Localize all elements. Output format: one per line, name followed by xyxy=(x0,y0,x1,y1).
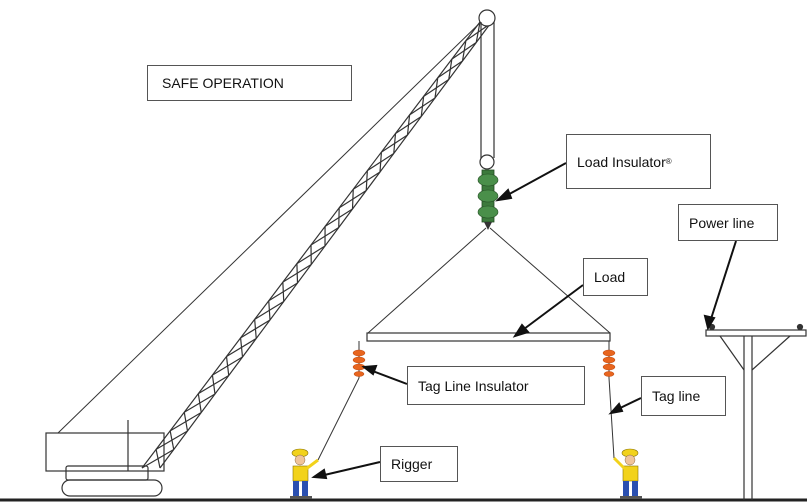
power-pole xyxy=(705,323,807,500)
load-beam xyxy=(366,332,611,342)
diagram-title: SAFE OPERATION xyxy=(147,65,352,101)
label-load: Load xyxy=(583,258,648,296)
tag-line-insulator-left xyxy=(352,341,366,378)
boom-lattice-strut xyxy=(379,152,383,173)
boom-lattice-strut xyxy=(420,96,425,117)
arrow-rigger xyxy=(319,461,381,477)
registered-mark: ® xyxy=(665,157,672,166)
load-insulator-device xyxy=(477,169,499,230)
boom-lattice-strut xyxy=(197,393,202,413)
boom-lattice-strut xyxy=(351,189,354,210)
hoist-line xyxy=(480,22,495,158)
tag-line-insulator-right xyxy=(602,341,616,378)
boom-lattice-strut xyxy=(183,412,189,432)
boom-lattice-strut xyxy=(461,40,467,62)
load-slings xyxy=(367,227,611,334)
arrow-power-line xyxy=(709,240,737,323)
boom-lattice-strut xyxy=(475,21,481,43)
boom-lattice-strut xyxy=(211,375,216,395)
label-load-insulator: Load Insulator® xyxy=(566,134,711,189)
hook-block xyxy=(479,154,495,170)
rigger-left-figure xyxy=(290,448,319,499)
boom-lattice-strut xyxy=(239,337,244,358)
label-tag-line-insulator: Tag Line Insulator xyxy=(407,366,585,405)
arrow-tag-insulator xyxy=(369,369,408,385)
boom-pendant-cable xyxy=(57,17,486,434)
crane-base xyxy=(45,420,165,497)
boom-lattice-strut xyxy=(296,263,299,284)
rigger-right-figure xyxy=(612,448,642,499)
label-tag-line: Tag line xyxy=(641,376,726,416)
boom-lattice-strut xyxy=(434,77,439,99)
crane-boom xyxy=(141,21,491,469)
boom-lattice-strut xyxy=(365,170,368,191)
boom-lattice-strut xyxy=(155,449,161,469)
arrow-load-insulator xyxy=(501,162,567,199)
pointer-arrows xyxy=(311,162,737,480)
boom-lattice-strut xyxy=(393,133,397,154)
boom-lattice-strut xyxy=(448,59,453,80)
tag-line-right xyxy=(608,377,615,459)
arrow-load xyxy=(519,284,584,333)
boom-lattice-strut xyxy=(225,356,230,376)
boom-lattice-strut xyxy=(268,300,271,321)
boom-lattice-strut xyxy=(282,282,285,302)
boom-tip-sheave xyxy=(478,9,496,27)
boom-lattice-strut xyxy=(169,430,175,450)
boom-lattice-strut xyxy=(406,114,411,136)
label-rigger: Rigger xyxy=(380,446,458,482)
label-power-line: Power line xyxy=(678,204,778,241)
boom-lattice-strut xyxy=(254,319,257,339)
tag-line-left xyxy=(317,377,360,461)
